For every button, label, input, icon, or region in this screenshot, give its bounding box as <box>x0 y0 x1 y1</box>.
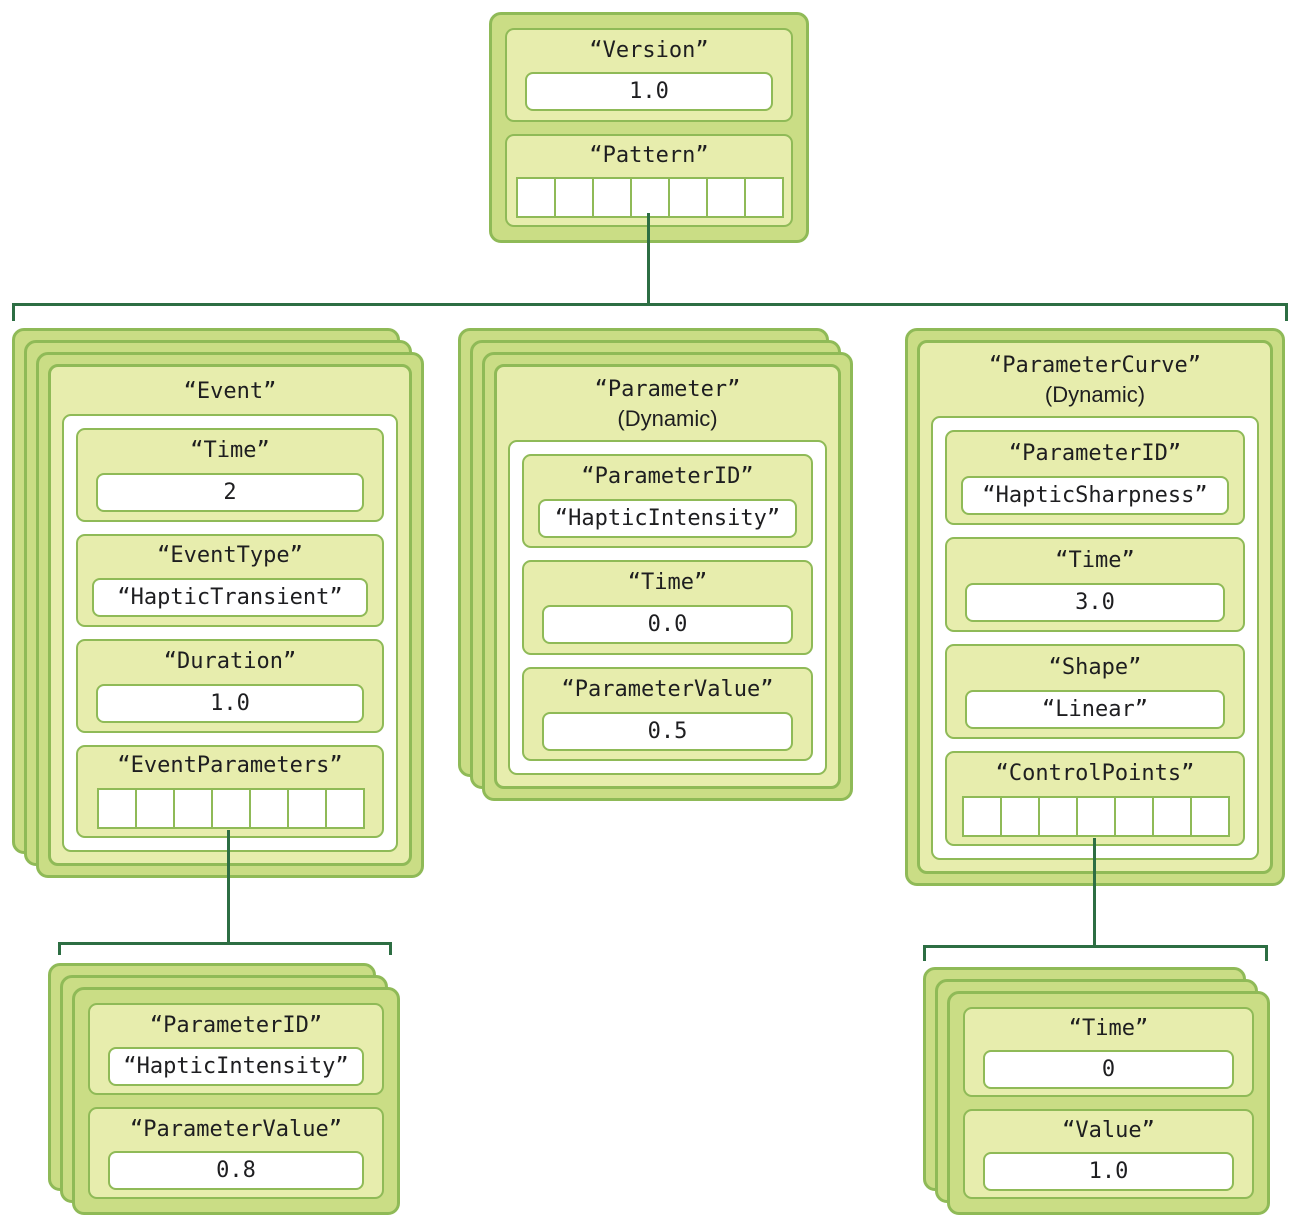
event-parameters-array <box>78 788 382 830</box>
time-label: “Time” <box>1055 547 1135 573</box>
shape-value: “Linear” <box>965 689 1225 729</box>
parameter-id-label: “ParameterID” <box>581 464 754 490</box>
event-parameters-line <box>227 830 230 942</box>
parameter-value-label: “ParameterValue” <box>130 1116 342 1142</box>
version-value: 1.0 <box>525 72 773 112</box>
array-cell <box>1152 795 1192 837</box>
parameter-value-value: 0.8 <box>108 1150 364 1190</box>
event-type-label: “EventType” <box>157 543 303 569</box>
pattern-label: “Pattern” <box>589 142 709 168</box>
parameter-id-label: “ParameterID” <box>149 1012 323 1038</box>
parameter-subtitle: (Dynamic) <box>617 406 718 431</box>
time-label: “Time” <box>627 570 708 596</box>
value-label: “Value” <box>1062 1117 1155 1143</box>
parameter-card: “Parameter” (Dynamic) “ParameterID” “Hap… <box>482 352 853 801</box>
event-card: “Event” “Time” 2 “EventType” “HapticTran… <box>36 352 424 878</box>
array-cell <box>287 788 327 830</box>
duration-label: “Duration” <box>163 648 297 674</box>
control-points-array <box>947 795 1243 837</box>
pattern-array <box>507 176 791 218</box>
parameter-id-value: “HapticIntensity” <box>538 499 797 539</box>
time-field: “Time” 2 <box>76 428 384 522</box>
control-point-card: “Time” 0 “Value” 1.0 <box>947 991 1270 1215</box>
array-cell <box>249 788 289 830</box>
parameter-curve-card: “ParameterCurve” (Dynamic) “ParameterID”… <box>905 328 1285 886</box>
time-value: 3.0 <box>965 582 1225 622</box>
event-type-value: “HapticTransient” <box>92 578 368 618</box>
event-fields-container: “Time” 2 “EventType” “HapticTransient” “… <box>62 414 398 852</box>
control-points-line <box>1093 838 1096 945</box>
shape-label: “Shape” <box>1048 654 1142 680</box>
time-value: 0.0 <box>542 605 793 645</box>
version-label: “Version” <box>589 38 709 64</box>
time-label: “Time” <box>190 437 270 463</box>
parameter-id-field: “ParameterID” “HapticSharpness” <box>945 430 1245 525</box>
time-field: “Time” 0 <box>963 1007 1254 1097</box>
parameter-value-value: 0.5 <box>542 711 793 751</box>
control-point-stack: “Time” 0 “Value” 1.0 <box>923 967 1270 1215</box>
event-parameters-bracket <box>58 942 392 955</box>
parameter-id-value: “HapticSharpness” <box>961 475 1229 515</box>
pattern-field: “Pattern” <box>505 133 793 227</box>
parameter-id-label: “ParameterID” <box>1008 440 1182 466</box>
parameter-value-field: “ParameterValue” 0.5 <box>522 666 813 761</box>
array-cell <box>173 788 213 830</box>
event-type-field: “EventType” “HapticTransient” <box>76 533 384 627</box>
array-cell <box>325 788 365 830</box>
shape-field: “Shape” “Linear” <box>945 644 1245 739</box>
time-label: “Time” <box>1068 1015 1149 1041</box>
array-cell <box>744 176 784 218</box>
time-value: 2 <box>96 472 364 512</box>
parameter-curve-title: “ParameterCurve” <box>989 353 1201 378</box>
parameter-id-field: “ParameterID” “HapticIntensity” <box>88 1003 384 1095</box>
parameter-value-label: “ParameterValue” <box>561 676 774 702</box>
root-pattern-card: “Version” 1.0 “Pattern” <box>489 12 809 243</box>
event-parameter-stack: “ParameterID” “HapticIntensity” “Paramet… <box>48 963 400 1215</box>
event-title: “Event” <box>183 379 277 404</box>
pattern-children-bracket <box>12 303 1288 321</box>
time-field: “Time” 3.0 <box>945 537 1245 632</box>
parameter-title: “Parameter” <box>594 377 741 402</box>
parameter-id-value: “HapticIntensity” <box>108 1046 364 1086</box>
pattern-to-children-line <box>647 213 650 306</box>
parameter-curve-subtitle: (Dynamic) <box>1044 382 1146 407</box>
array-cell <box>1000 795 1040 837</box>
array-cell <box>1190 795 1230 837</box>
control-points-bracket <box>923 945 1268 961</box>
array-cell <box>962 795 1002 837</box>
value-value: 1.0 <box>983 1151 1234 1191</box>
array-cell <box>135 788 175 830</box>
array-cell <box>516 176 556 218</box>
array-cell <box>211 788 251 830</box>
control-points-label: “ControlPoints” <box>995 760 1195 786</box>
time-field: “Time” 0.0 <box>522 560 813 655</box>
array-cell <box>97 788 137 830</box>
array-cell <box>668 176 708 218</box>
array-cell <box>1038 795 1078 837</box>
duration-value: 1.0 <box>96 683 364 723</box>
array-cell <box>1076 795 1116 837</box>
parameter-fields-container: “ParameterID” “HapticIntensity” “Time” 0… <box>508 440 827 775</box>
array-cell <box>554 176 594 218</box>
event-parameters-field: “EventParameters” <box>76 744 384 838</box>
event-parameters-label: “EventParameters” <box>117 753 343 779</box>
array-cell <box>630 176 670 218</box>
parameter-stack: “Parameter” (Dynamic) “ParameterID” “Hap… <box>458 328 877 825</box>
parameter-curve-fields-container: “ParameterID” “HapticSharpness” “Time” 3… <box>931 416 1259 860</box>
array-cell <box>592 176 632 218</box>
control-points-field: “ControlPoints” <box>945 751 1245 846</box>
array-cell <box>706 176 746 218</box>
parameter-id-field: “ParameterID” “HapticIntensity” <box>522 454 813 549</box>
event-stack: “Event” “Time” 2 “EventType” “HapticTran… <box>12 328 424 878</box>
array-cell <box>1114 795 1154 837</box>
value-field: “Value” 1.0 <box>963 1109 1254 1199</box>
parameter-value-field: “ParameterValue” 0.8 <box>88 1107 384 1199</box>
version-field: “Version” 1.0 <box>505 28 793 122</box>
time-value: 0 <box>983 1049 1234 1089</box>
duration-field: “Duration” 1.0 <box>76 639 384 733</box>
event-parameter-card: “ParameterID” “HapticIntensity” “Paramet… <box>72 987 400 1215</box>
